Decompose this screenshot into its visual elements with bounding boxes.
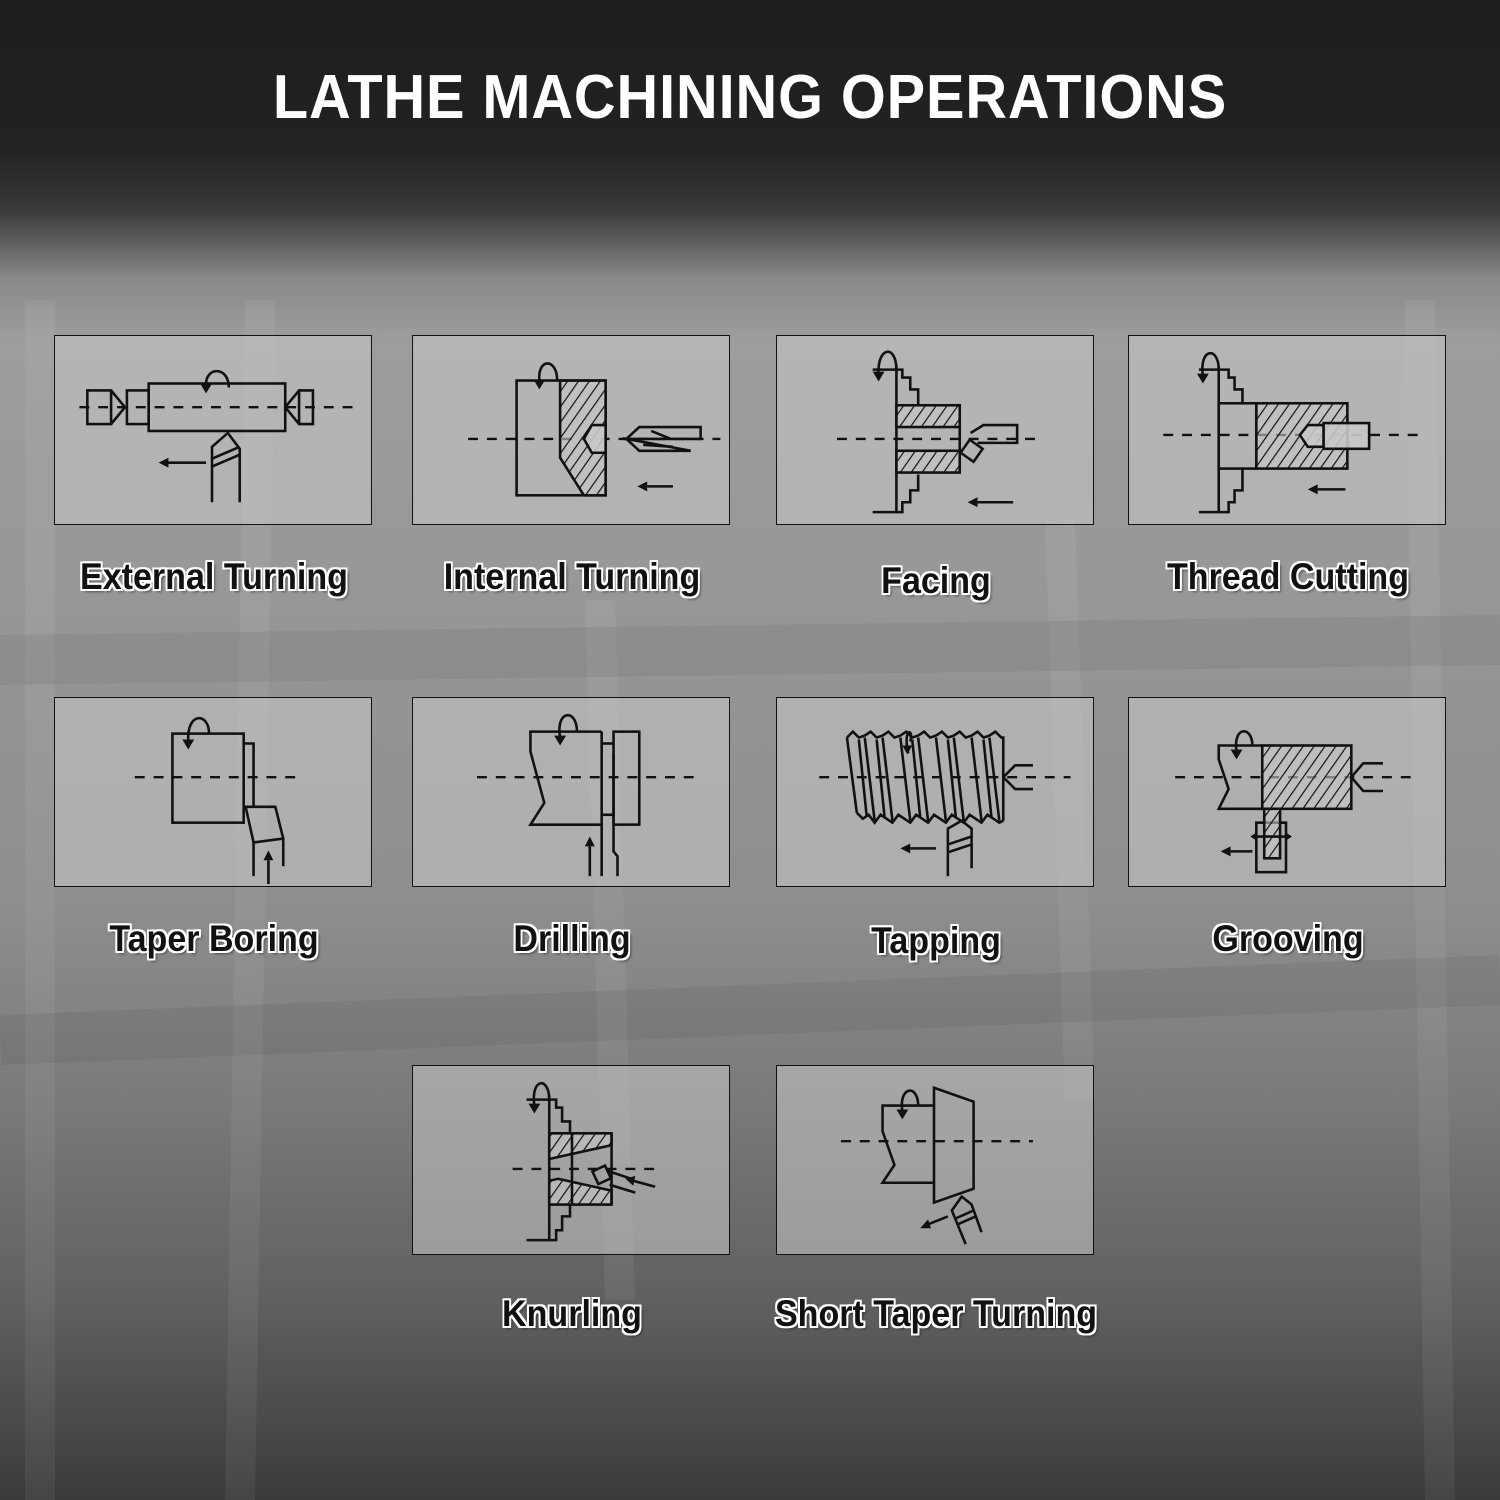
knurling-diagram	[412, 1065, 730, 1255]
label-tapping: Tapping	[871, 920, 1001, 961]
internal-turning-diagram	[412, 335, 730, 525]
label-internal-turning: Internal Turning	[443, 556, 701, 597]
label-facing: Facing	[881, 560, 991, 601]
grooving-diagram	[1128, 697, 1446, 887]
label-grooving: Grooving	[1212, 918, 1364, 959]
label-thread-cutting: Thread Cutting	[1166, 556, 1410, 597]
label-taper-boring: Taper Boring	[109, 918, 319, 959]
taper-boring-diagram	[54, 697, 372, 887]
label-knurling: Knurling	[502, 1293, 642, 1334]
page-title: LATHE MACHINING OPERATIONS	[272, 63, 1228, 132]
short-taper-turning-diagram	[776, 1065, 1094, 1255]
label-external-turning: External Turning	[80, 556, 348, 597]
external-turning-diagram	[54, 335, 372, 525]
tapping-diagram	[776, 697, 1094, 887]
facing-diagram	[776, 335, 1094, 525]
label-short-taper-turning: Short Taper Turning	[774, 1293, 1098, 1334]
label-drilling: Drilling	[513, 918, 631, 959]
thread-cutting-diagram	[1128, 335, 1446, 525]
drilling-diagram	[412, 697, 730, 887]
